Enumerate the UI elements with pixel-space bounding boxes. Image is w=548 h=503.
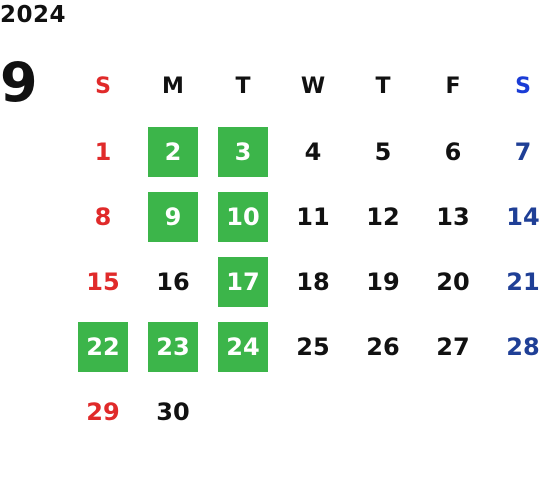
week-row: 15 16 17 18 19 20 21: [68, 249, 548, 314]
calendar-day[interactable]: 19: [348, 249, 418, 314]
week-row: 29 30: [68, 379, 548, 444]
weekday-tuesday: T: [235, 74, 251, 99]
calendar-day[interactable]: 15: [68, 249, 138, 314]
day-number: 7: [514, 137, 532, 166]
day-number: 9: [148, 191, 198, 242]
calendar-day[interactable]: 7: [488, 119, 548, 184]
calendar-day[interactable]: 27: [418, 314, 488, 379]
day-number: 22: [78, 321, 128, 372]
day-number: 8: [94, 202, 112, 231]
day-number: 10: [218, 191, 268, 242]
day-number: 26: [366, 332, 400, 361]
day-number: 11: [296, 202, 330, 231]
day-number: 20: [436, 267, 470, 296]
week-row: 8 9 10 11 12 13 14: [68, 184, 548, 249]
day-number: 21: [506, 267, 540, 296]
year-label: 2024: [0, 2, 67, 28]
calendar-day-highlighted[interactable]: 9: [138, 184, 208, 249]
day-number: 19: [366, 267, 400, 296]
calendar-day[interactable]: 20: [418, 249, 488, 314]
day-number: 16: [156, 267, 190, 296]
day-number: 14: [506, 202, 540, 231]
day-number: 25: [296, 332, 330, 361]
calendar-day[interactable]: 4: [278, 119, 348, 184]
calendar-day[interactable]: 18: [278, 249, 348, 314]
day-number: 12: [366, 202, 400, 231]
calendar-day[interactable]: 25: [278, 314, 348, 379]
calendar-day[interactable]: 14: [488, 184, 548, 249]
month-label: 9: [0, 51, 38, 114]
day-number: 27: [436, 332, 470, 361]
weekday-header-row: S M T W T F S: [68, 54, 548, 119]
calendar-day[interactable]: 12: [348, 184, 418, 249]
calendar-day[interactable]: 26: [348, 314, 418, 379]
day-number: 18: [296, 267, 330, 296]
calendar-day[interactable]: 6: [418, 119, 488, 184]
day-number: 5: [374, 137, 392, 166]
calendar-day[interactable]: 30: [138, 379, 208, 444]
weekday-sunday: S: [95, 74, 111, 99]
day-number: 30: [156, 397, 190, 426]
week-row: 22 23 24 25 26 27 28: [68, 314, 548, 379]
weekday-thursday: T: [375, 74, 391, 99]
weekday-wednesday: W: [300, 74, 326, 99]
calendar-day-highlighted[interactable]: 22: [68, 314, 138, 379]
day-number: 29: [86, 397, 120, 426]
calendar-day[interactable]: 8: [68, 184, 138, 249]
day-number: 28: [506, 332, 540, 361]
day-number: 4: [304, 137, 322, 166]
day-number: 6: [444, 137, 462, 166]
calendar-day-highlighted[interactable]: 3: [208, 119, 278, 184]
day-number: 15: [86, 267, 120, 296]
calendar-day[interactable]: 16: [138, 249, 208, 314]
calendar-day-highlighted[interactable]: 2: [138, 119, 208, 184]
calendar-day[interactable]: 13: [418, 184, 488, 249]
calendar-day[interactable]: 5: [348, 119, 418, 184]
day-number: 13: [436, 202, 470, 231]
weekday-friday: F: [445, 74, 461, 99]
day-number: 23: [148, 321, 198, 372]
calendar-day[interactable]: 1: [68, 119, 138, 184]
day-number: 1: [94, 137, 112, 166]
day-number: 17: [218, 256, 268, 307]
day-number: 24: [218, 321, 268, 372]
calendar-day[interactable]: 29: [68, 379, 138, 444]
day-number: 3: [218, 126, 268, 177]
weekday-monday: M: [162, 74, 184, 99]
calendar-day-highlighted[interactable]: 23: [138, 314, 208, 379]
weekday-saturday: S: [515, 74, 531, 99]
calendar-day-highlighted[interactable]: 24: [208, 314, 278, 379]
calendar-day-highlighted[interactable]: 10: [208, 184, 278, 249]
calendar-day-highlighted[interactable]: 17: [208, 249, 278, 314]
calendar-day[interactable]: 28: [488, 314, 548, 379]
calendar-day[interactable]: 21: [488, 249, 548, 314]
day-number: 2: [148, 126, 198, 177]
calendar-day[interactable]: 11: [278, 184, 348, 249]
